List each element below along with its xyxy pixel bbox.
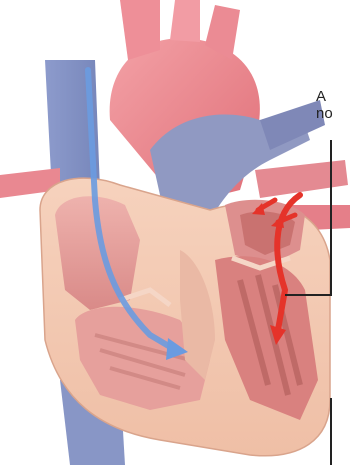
brachiocephalic-artery — [120, 0, 160, 60]
annotation-label-line1: A — [316, 88, 326, 106]
annotation-label-line2: no — [316, 105, 333, 123]
left-carotid-artery — [170, 0, 200, 42]
pulmonary-vein-right — [255, 160, 348, 198]
